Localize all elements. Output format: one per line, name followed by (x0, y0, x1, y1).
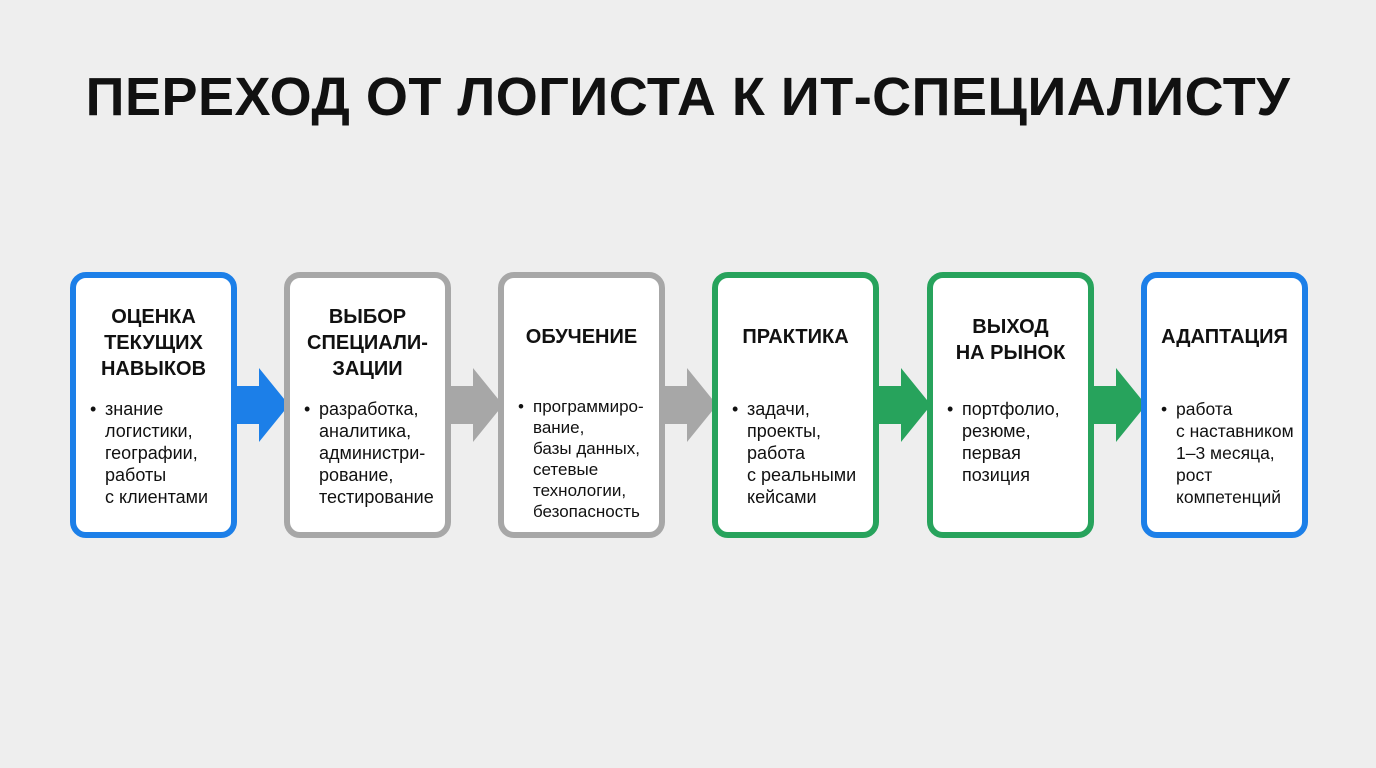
step-bullets: работа с наставником 1–3 месяца, рост ко… (1159, 398, 1304, 508)
page-title: ПЕРЕХОД ОТ ЛОГИСТА К ИТ-СПЕЦИАЛИСТУ (85, 67, 1291, 127)
step-bullet: разработка, аналитика, администри- рован… (302, 398, 447, 508)
step-bullets: знание логистики, географии, работы с кл… (88, 398, 233, 508)
arrow-right-icon (659, 368, 717, 442)
step-bullet: портфолио, резюме, первая позиция (945, 398, 1090, 486)
step-bullet: работа с наставником 1–3 месяца, рост ко… (1159, 398, 1304, 508)
arrow-right-icon (873, 368, 931, 442)
step-bullets: задачи, проекты, работа с реальными кейс… (730, 398, 875, 508)
step-title: ПРАКТИКА (742, 326, 849, 348)
step-bullets: программиро- вание, базы данных, сетевые… (516, 396, 661, 522)
step-title: ОЦЕНКА ТЕКУЩИХ НАВЫКОВ (100, 306, 207, 380)
step-bullet: знание логистики, географии, работы с кл… (88, 398, 233, 508)
step-market-entry: ВЫХОД НА РЫНОК портфолио, резюме, первая… (927, 272, 1094, 538)
step-title: ОБУЧЕНИЕ (525, 326, 638, 348)
step-skills-assessment: ОЦЕНКА ТЕКУЩИХ НАВЫКОВ знание логистики,… (70, 272, 237, 538)
arrow-right-icon (1088, 368, 1146, 442)
step-bullet: программиро- вание, базы данных, сетевые… (516, 396, 661, 522)
step-title: ВЫХОД НА РЫНОК (955, 316, 1066, 364)
arrow-right-icon (445, 368, 503, 442)
step-training: ОБУЧЕНИЕ программиро- вание, базы данных… (498, 272, 665, 538)
step-title: ВЫБОР СПЕЦИАЛИ- ЗАЦИИ (307, 306, 428, 380)
step-practice: ПРАКТИКА задачи, проекты, работа с реаль… (712, 272, 879, 538)
step-bullet: задачи, проекты, работа с реальными кейс… (730, 398, 875, 508)
step-adaptation: АДАПТАЦИЯ работа с наставником 1–3 месяц… (1141, 272, 1308, 538)
arrow-right-icon (231, 368, 289, 442)
step-title: АДАПТАЦИЯ (1161, 326, 1288, 348)
step-specialization-choice: ВЫБОР СПЕЦИАЛИ- ЗАЦИИ разработка, аналит… (284, 272, 451, 538)
step-bullets: разработка, аналитика, администри- рован… (302, 398, 447, 508)
step-bullets: портфолио, резюме, первая позиция (945, 398, 1090, 486)
